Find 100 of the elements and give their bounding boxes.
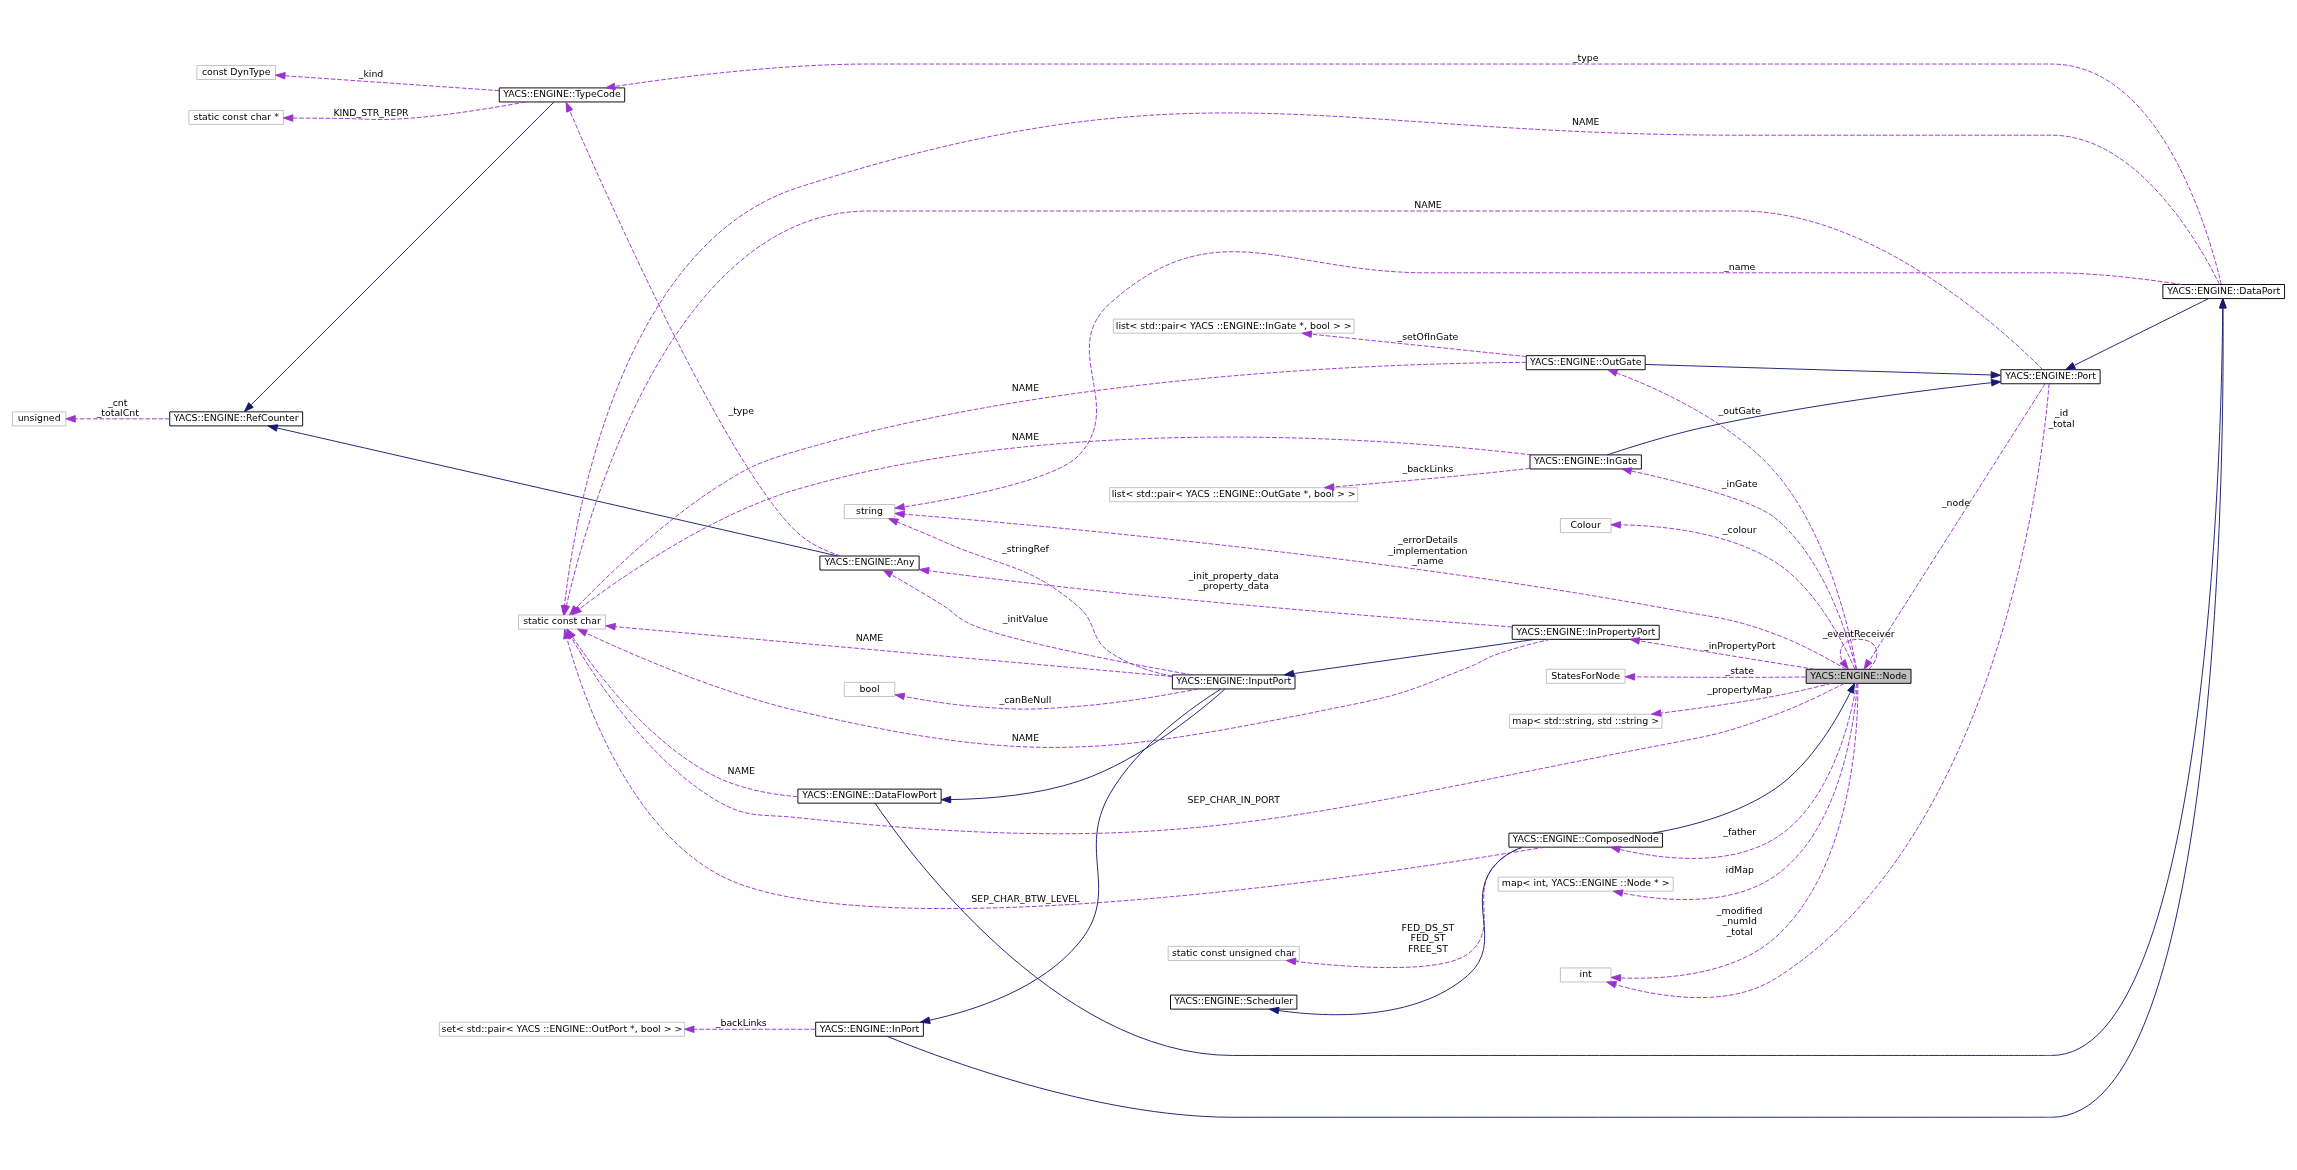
edge-label: NAME: [1572, 115, 1600, 127]
arrow: [1651, 682, 1832, 717]
arrow: [882, 569, 1193, 675]
arrow: [940, 688, 1226, 803]
edge-label: NAME: [1011, 381, 1040, 393]
edge-label: idMap: [1725, 863, 1754, 875]
edge-label: _setOfInGate: [1397, 330, 1459, 342]
edge-label: SEP_CHAR_IN_PORT: [1187, 793, 1280, 805]
arrow: [2065, 297, 2209, 370]
edge-label: _stringRef: [1002, 542, 1049, 554]
arrow: [1652, 682, 1856, 834]
node-box: Colour: [1559, 517, 1612, 533]
node-box: YACS::ENGINE::Scheduler: [1170, 994, 1298, 1010]
arrow: [1610, 520, 1856, 670]
edge-label: _node: [1941, 496, 1970, 508]
edge-label: NAME: [1011, 430, 1040, 442]
edge-label: _colour: [1722, 523, 1757, 535]
arrow: [565, 101, 842, 556]
node-box: set< std::pair< YACS ::ENGINE::OutPort *, bool > >: [438, 1021, 686, 1037]
arrow: [1606, 382, 2050, 998]
arrow: [65, 414, 171, 423]
arrow: [888, 517, 1173, 677]
edge-label: _father: [1723, 825, 1757, 837]
edge-label: _init_property_data _property_data: [1188, 569, 1279, 591]
edge-label: _type: [728, 404, 755, 416]
arrow: [243, 101, 555, 412]
arrow: [919, 688, 1222, 1024]
arrow: [1624, 672, 1807, 681]
arrow: [894, 250, 2183, 510]
arrow: [1629, 636, 1815, 670]
arrow: [894, 509, 1847, 670]
edge-label: _type: [1572, 51, 1599, 63]
arrow: [275, 71, 500, 91]
arrow: [1323, 467, 1531, 491]
edge-label: _outGate: [1718, 404, 1761, 416]
arrow: [605, 63, 2222, 285]
node-box: bool: [843, 681, 896, 697]
node-box: string: [843, 503, 896, 519]
node-box: YACS::ENGINE::InPropertyPort: [1511, 624, 1660, 640]
edge-label: _inGate: [1721, 477, 1758, 489]
edge-label: _kind: [358, 67, 384, 79]
edge-label: _name: [1724, 260, 1756, 272]
edge-label: _state: [1725, 664, 1754, 676]
node-box: map< std::string, std ::string >: [1508, 713, 1663, 729]
node-box: list< std::pair< YACS ::ENGINE::OutGate *, bool > >: [1109, 486, 1359, 502]
node-box: YACS::ENGINE::InGate: [1529, 453, 1642, 469]
edge-label: NAME: [855, 631, 884, 643]
node-box: YACS::ENGINE::DataFlowPort: [797, 788, 942, 804]
edge-label: _propertyMap: [1707, 683, 1772, 695]
arrow: [684, 1025, 816, 1033]
edge-label: NAME: [727, 764, 755, 776]
edge-label: _backLinks: [715, 1016, 767, 1028]
node-box: YACS::ENGINE::InPort: [815, 1021, 924, 1037]
edge-label: NAME: [1011, 731, 1040, 743]
node-box: YACS::ENGINE::ComposedNode: [1508, 832, 1663, 848]
arrow: [605, 622, 1173, 677]
arrow: [1268, 846, 1523, 1015]
edge-label: _canBeNull: [999, 693, 1052, 705]
arrow: [577, 628, 1551, 748]
node-box: YACS::ENGINE::InputPort: [1171, 673, 1296, 689]
edge-label: _inPropertyPort: [1704, 639, 1776, 651]
arrow: [1285, 846, 1524, 968]
edge-label: _cnt _totalCnt: [96, 396, 139, 418]
node-box: unsigned: [11, 410, 67, 426]
edge-label: _modified _numId _total: [1716, 904, 1763, 937]
arrow: [1612, 682, 1858, 900]
arrow: [1283, 638, 1536, 677]
node-box: static const char *: [188, 109, 284, 125]
arrow: [267, 423, 839, 556]
edge-label: _eventReceiver: [1822, 627, 1895, 639]
node-box: static const unsigned char: [1167, 945, 1300, 961]
edge-label: FED_DS_ST FED_ST FREE_ST: [1401, 921, 1455, 954]
edge-label: SEP_CHAR_BTW_LEVEL: [971, 892, 1080, 904]
arrow: [566, 628, 1845, 834]
node-box: YACS::ENGINE::TypeCode: [498, 86, 626, 102]
node-box: YACS::ENGINE::RefCounter: [169, 410, 304, 426]
node-box: StatesForNode: [1545, 668, 1626, 684]
node-box: const DynType: [196, 64, 276, 80]
edge-label: _errorDetails _implementation _name: [1388, 533, 1468, 566]
node-box: YACS::ENGINE::DataPort: [2162, 283, 2286, 299]
node-box: YACS::ENGINE::OutGate: [1525, 354, 1646, 370]
arrow: [1610, 682, 1859, 982]
edge-label: KIND_STR_REPR: [333, 106, 409, 118]
edge-label: _id _total: [2048, 406, 2075, 429]
arrow: [1610, 682, 1858, 859]
node-box: YACS::ENGINE::Node: [1805, 668, 1912, 684]
node-box: YACS::ENGINE::Port: [2000, 368, 2101, 384]
arrow: [283, 101, 526, 122]
node-box: map< int, YACS::ENGINE ::Node * >: [1497, 876, 1674, 892]
arrow: [1301, 329, 1527, 357]
node-box: list< std::pair< YACS ::ENGINE::InGate *, bool > >: [1112, 318, 1355, 334]
arrow: [1863, 382, 2046, 670]
arrow: [1839, 638, 1878, 669]
arrow: [1607, 368, 1857, 670]
arrow: [566, 628, 799, 797]
node-box: YACS::ENGINE::Any: [819, 555, 920, 570]
arrow: [918, 566, 1513, 627]
arrow: [1606, 378, 2002, 455]
node-box: int: [1559, 966, 1612, 982]
edge-label: _backLinks: [1402, 462, 1454, 474]
